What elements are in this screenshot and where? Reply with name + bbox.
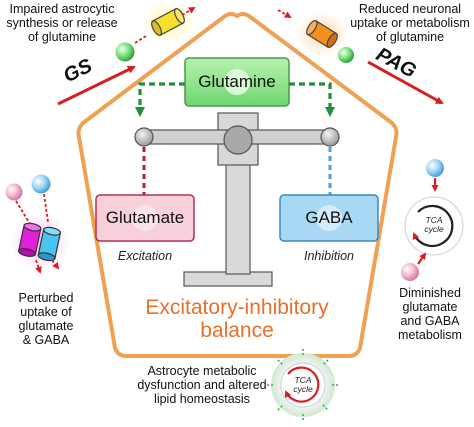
glutamate-to-tca-arrow: [417, 252, 427, 265]
yellow-release-arrow: [181, 6, 196, 16]
green-spikes: [267, 349, 339, 421]
green-sphere-icon-right: [338, 47, 354, 63]
astrocytic-release-line-1: Impaired astrocytic: [9, 2, 115, 16]
astrocyte-dysfunction-line-1: Astrocyte metabolic: [147, 364, 257, 378]
yellow-transporter-icon: [151, 8, 185, 36]
tca-label-right: TCA cycle: [414, 216, 454, 234]
balance-title-line-2: balance: [200, 319, 274, 343]
astrocyte-dysfunction-line-2: dysfunction and altered: [137, 378, 267, 392]
astrocytic-release-line-2: synthesis or release: [6, 16, 118, 30]
glutamate-label: Glutamate: [105, 208, 185, 227]
perturbed-uptake-line-1: Perturbed: [18, 291, 74, 305]
magenta-cyan-transporter-icon: [18, 222, 62, 262]
green-sphere-icon: [115, 42, 135, 62]
glutamine-right-arrow: [289, 82, 335, 117]
blue-sphere-icon-right: [426, 159, 444, 177]
diminished-metabolism-line-2: glutamate: [402, 300, 458, 314]
balance-scale: [134, 112, 340, 287]
gs-arrow: [57, 65, 136, 106]
astrocyte-dysfunction-note: Astrocyte metabolic dysfunction and alte…: [126, 364, 278, 406]
neuronal-uptake-line-3: of glutamine: [375, 30, 445, 44]
diminished-metabolism-line-3: and GABA: [400, 314, 460, 328]
blue-sphere-icon: [31, 174, 51, 194]
yellow-export-arrow: [134, 35, 147, 44]
astrocytic-release-note: Impaired astrocytic synthesis or release…: [2, 2, 122, 44]
gaba-label: GABA: [305, 208, 353, 227]
balance-title: Excitatory-inhibitory balance: [110, 296, 364, 342]
astrocyte-tca-ring: [285, 366, 320, 403]
perturbed-uptake-line-4: & GABA: [22, 333, 70, 347]
scale-pivot: [223, 125, 253, 155]
glutamate-sphere: [132, 205, 158, 231]
transporter-down-arrow-2: [51, 259, 60, 270]
diminished-metabolism-line-1: Diminished: [399, 286, 461, 300]
scale-left-knob: [134, 127, 154, 147]
perturbed-uptake-note: Perturbed uptake of glutamate & GABA: [2, 291, 90, 347]
glutamine-left-arrow: [135, 82, 185, 117]
glutamine-sphere: [224, 69, 250, 95]
scale-right-knob: [320, 127, 340, 147]
perturbed-uptake-line-2: uptake of: [20, 305, 72, 319]
magenta-glow: [10, 214, 70, 270]
tca-label-right-line-2: cycle: [424, 223, 444, 234]
balance-title-line-1: Excitatory-inhibitory: [145, 296, 329, 319]
excitation-label: Excitation: [117, 249, 173, 263]
neuronal-uptake-line-2: uptake or metabolism: [350, 16, 470, 30]
neuronal-uptake-note: Reduced neuronal uptake or metabolism of…: [346, 2, 474, 44]
pink-sphere-icon: [5, 183, 23, 201]
tca-label-right-line-1: TCA: [425, 215, 443, 225]
inhibition-label: Inhibition: [303, 249, 355, 263]
orange-entry-arrow: [277, 9, 292, 19]
pentagon-outline: [76, 12, 399, 358]
diminished-metabolism-note: Diminished glutamate and GABA metabolism: [386, 286, 474, 342]
diminished-metabolism-line-4: metabolism: [398, 328, 462, 342]
tca-label-bottom-line-1: TCA: [294, 375, 312, 385]
pink-sphere-icon-right: [401, 263, 419, 281]
scale-post: [225, 159, 251, 275]
astrocyte-dysfunction-line-3: lipid homeostasis: [154, 392, 250, 406]
glutamine-label: Glutamine: [198, 72, 276, 91]
pag-arrow: [367, 60, 444, 105]
tca-cycle-ring: [412, 204, 454, 248]
magenta-uptake-arrow: [15, 200, 31, 225]
neuronal-uptake-line-1: Reduced neuronal: [358, 2, 462, 16]
astrocytic-release-line-3: of glutamine: [27, 30, 97, 44]
orange-transporter-icon: [306, 20, 338, 48]
tca-label-bottom: TCA cycle: [283, 376, 323, 394]
gaba-sphere: [316, 205, 342, 231]
perturbed-uptake-line-3: glutamate: [18, 319, 74, 333]
tca-label-bottom-line-2: cycle: [293, 383, 313, 394]
transporter-down-arrow-1: [35, 259, 42, 274]
